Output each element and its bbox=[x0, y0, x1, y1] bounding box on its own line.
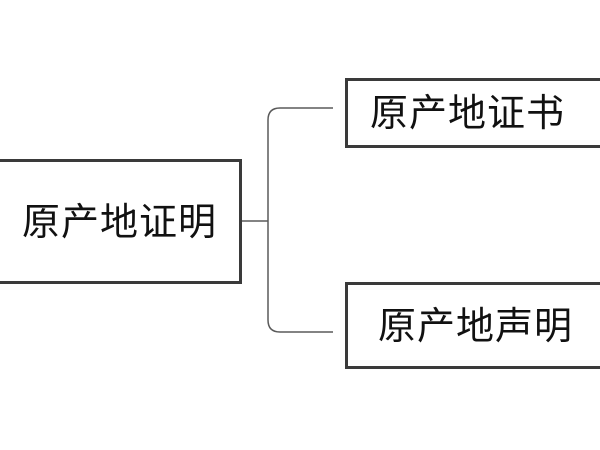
root-node-label: 原产地证明 bbox=[21, 199, 217, 244]
child-node-certificate: 原产地证书 bbox=[345, 78, 600, 148]
root-node: 原产地证明 bbox=[0, 159, 242, 284]
connector-bracket bbox=[267, 107, 333, 333]
child-node-label: 原产地证书 bbox=[370, 91, 566, 135]
child-node-label: 原产地声明 bbox=[378, 303, 574, 348]
child-node-declaration: 原产地声明 bbox=[345, 282, 600, 369]
